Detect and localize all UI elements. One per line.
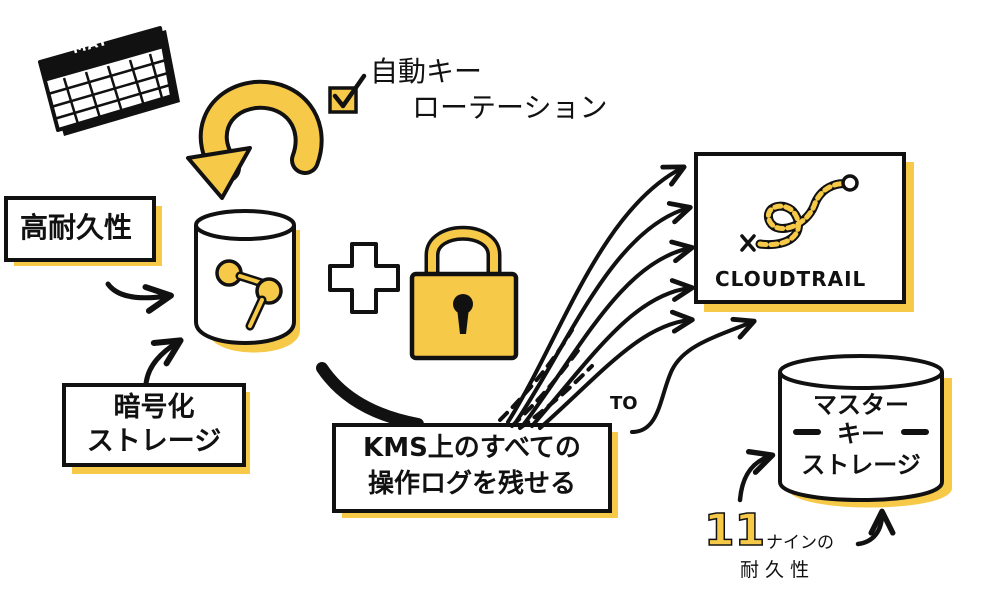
durability-box [4, 196, 162, 266]
keys-icon [215, 259, 283, 331]
rotate-arrow-icon [186, 79, 324, 200]
swoosh-to-log-box [316, 362, 424, 430]
encrypted-storage-label-line1: 暗号化 [113, 392, 195, 423]
padlock-icon [409, 225, 519, 361]
cloudtrail-label: CLOUDTRAIL [715, 267, 867, 291]
plus-icon [328, 242, 400, 314]
calendar-icon [38, 26, 180, 136]
arrow-nines-left [737, 449, 776, 503]
durability-label: 高耐久性 [20, 211, 133, 244]
nines-label-line2: 耐 久 性 [740, 559, 810, 581]
arrow-durability-to-keys [105, 281, 174, 314]
kms-log-label-line2: 操作ログを残せる [367, 469, 576, 499]
kms-log-label-line1: KMS上のすべての [363, 433, 581, 463]
master-key-label-line2: キー [837, 420, 885, 448]
treasure-map-icon [740, 174, 859, 252]
arrow-nines-right [855, 508, 896, 547]
nines-label-line1: ナインの [766, 533, 834, 553]
encrypted-storage-box [62, 383, 250, 474]
log-fan-arrows [498, 164, 695, 430]
checkbox-icon [328, 73, 367, 114]
nines-number: 11 [703, 505, 766, 557]
to-arrow [630, 316, 757, 434]
master-key-label-line3: ストレージ [801, 451, 921, 479]
arrow-encrypted-to-keys [143, 337, 184, 387]
rotation-label-line2: ローテーション [412, 91, 608, 124]
kms-log-box [332, 423, 618, 518]
rotation-label-line1: 自動キー [370, 55, 483, 88]
cloudtrail-box [694, 152, 914, 312]
to-label: TO [610, 393, 638, 414]
encrypted-storage-label-line2: ストレージ [86, 426, 222, 457]
master-key-label-line1: マスター [813, 391, 909, 419]
master-key-cylinder [778, 354, 952, 508]
